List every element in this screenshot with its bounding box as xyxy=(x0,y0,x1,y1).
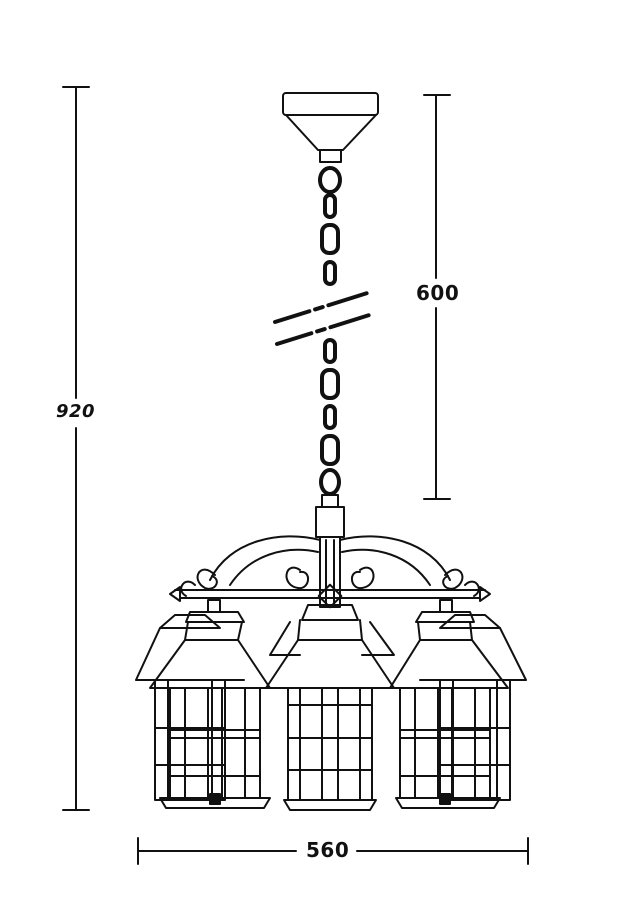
total-height-label: 920 xyxy=(52,401,100,422)
chain-length-dimension-line xyxy=(423,94,451,500)
width-dimension-line xyxy=(137,837,529,865)
lantern-front-left xyxy=(149,599,271,809)
chain-break-symbol xyxy=(273,288,381,346)
scroll-arms xyxy=(169,535,491,602)
width-label: 560 xyxy=(302,838,354,862)
lantern-rear-right xyxy=(419,614,527,801)
chain-lower xyxy=(319,338,341,496)
chain-length-label: 600 xyxy=(412,281,464,305)
lantern-rear-left xyxy=(135,614,245,801)
chain-upper xyxy=(318,166,342,286)
lantern-front-right xyxy=(389,599,509,809)
total-height-dimension-line xyxy=(62,86,90,811)
ceiling-canopy xyxy=(282,92,379,163)
lantern-center xyxy=(265,604,395,811)
